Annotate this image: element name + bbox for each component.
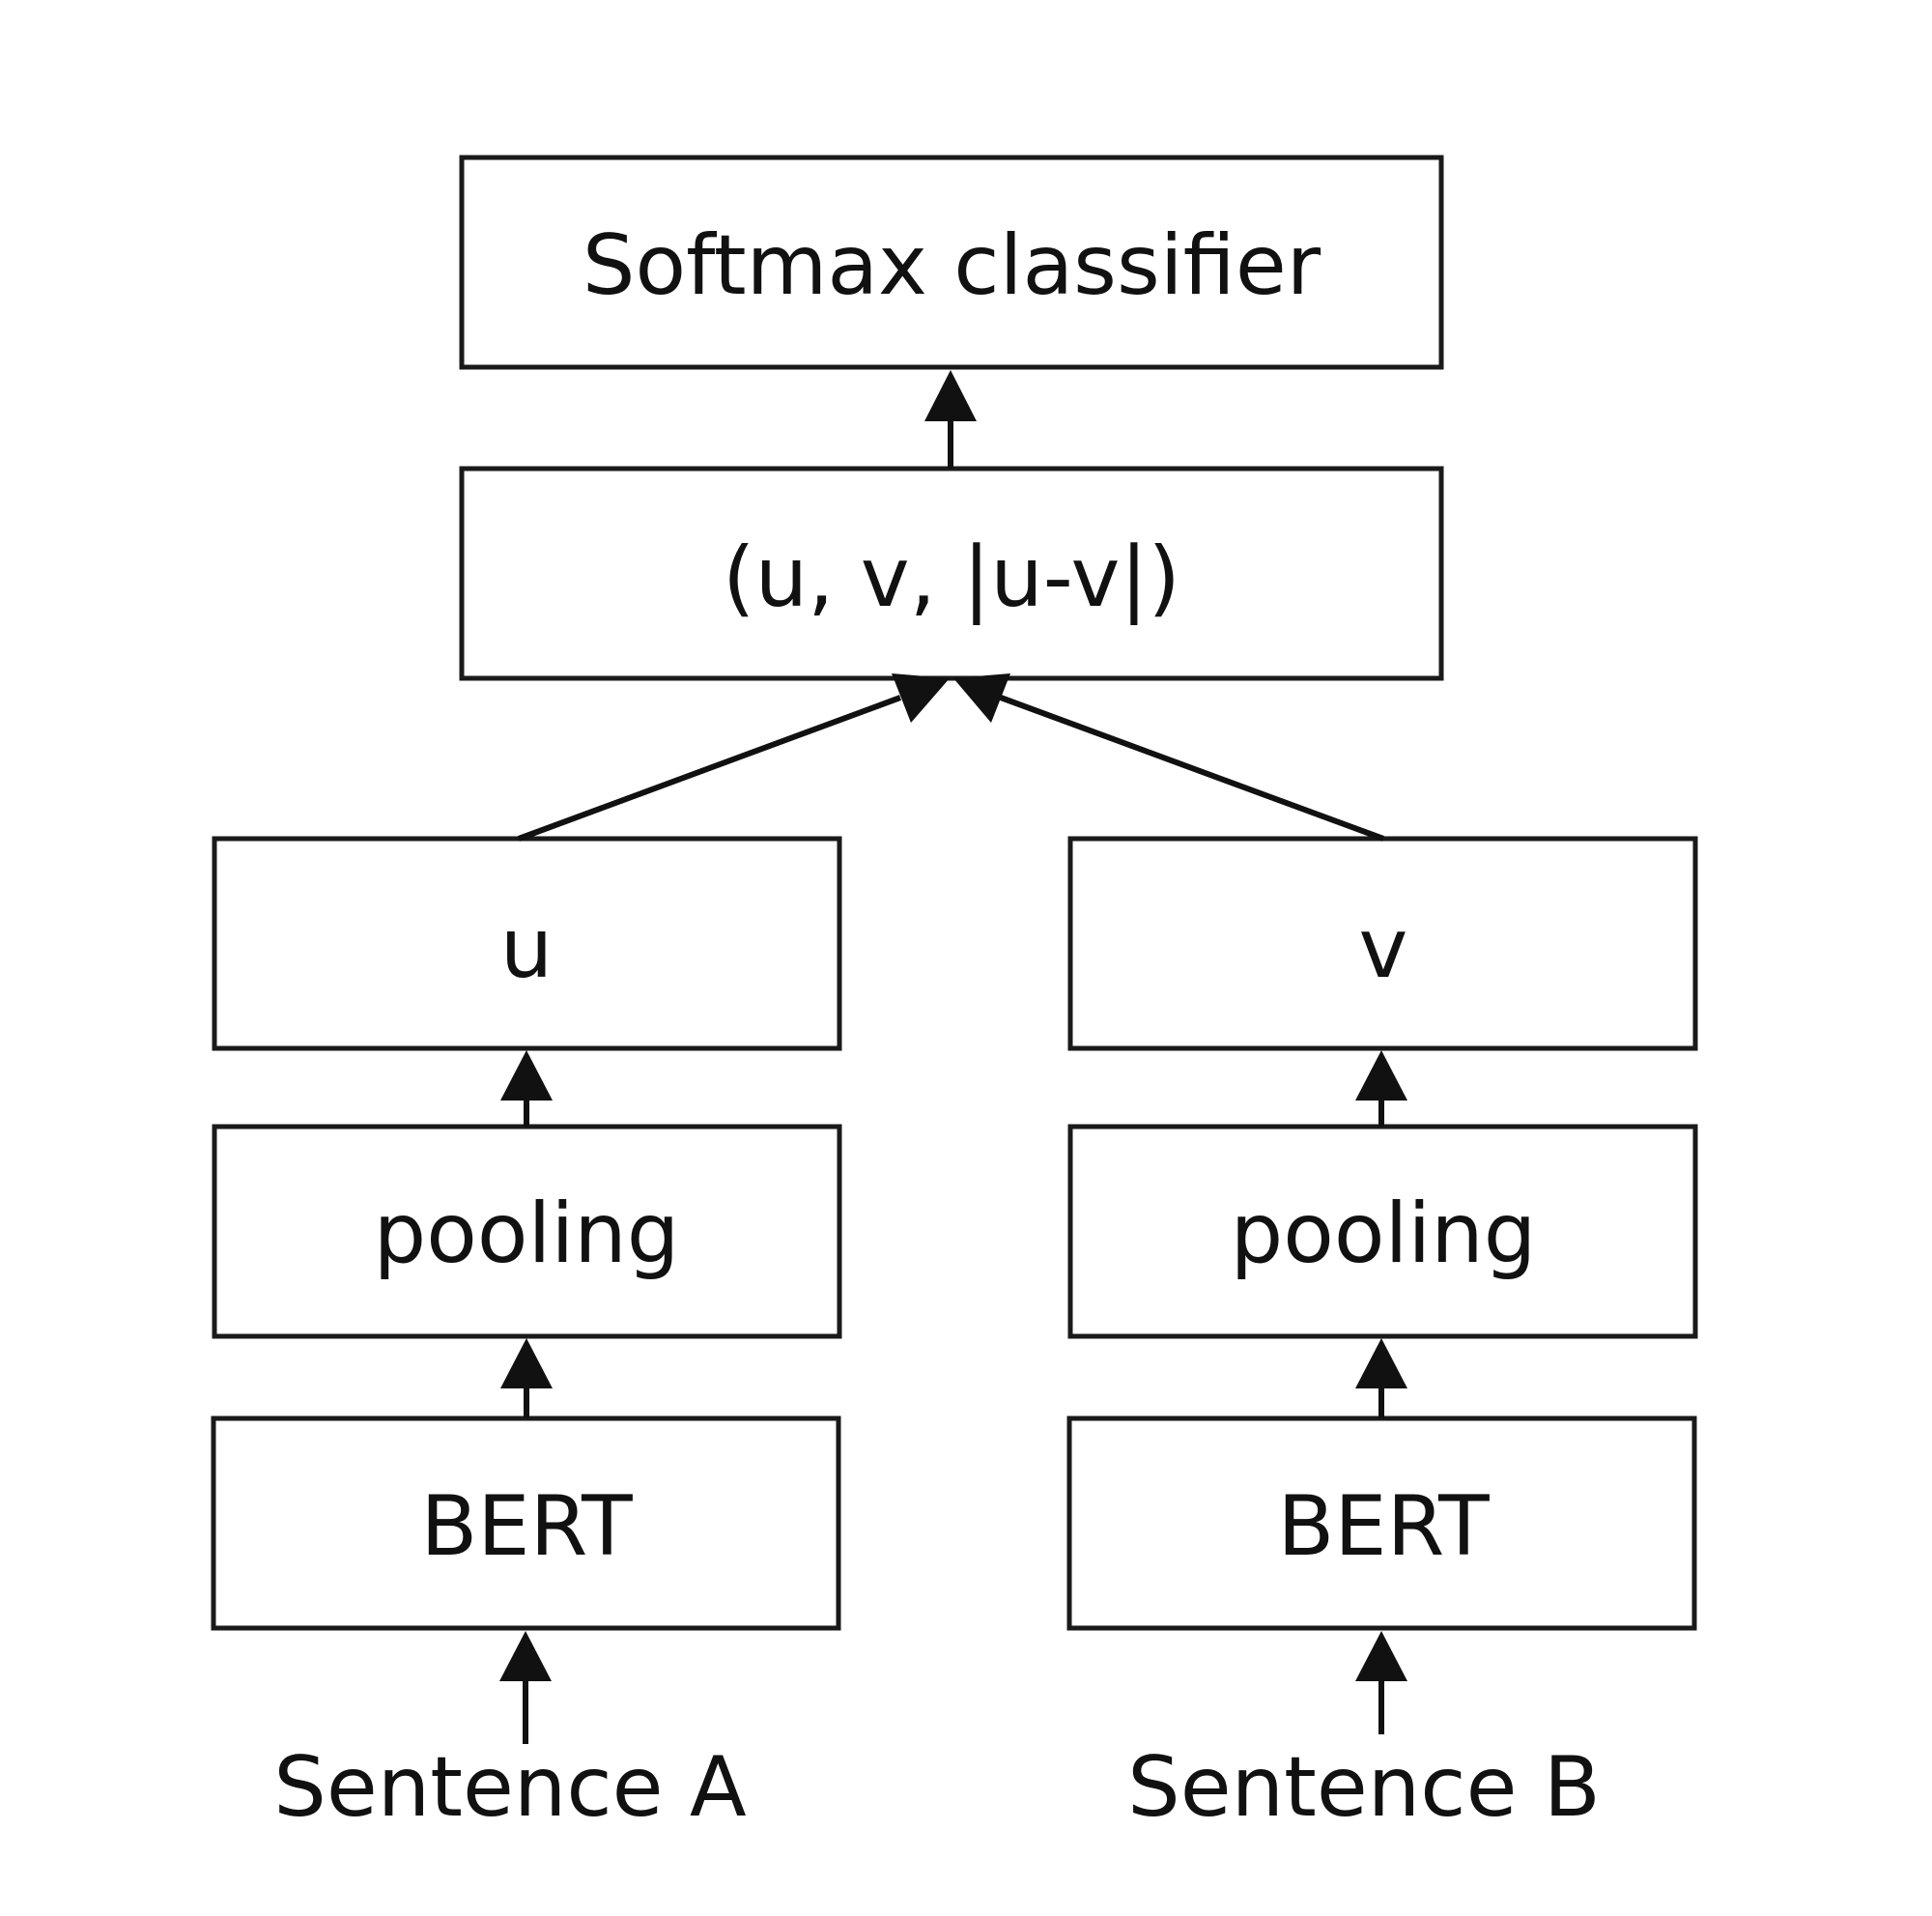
u-label: u (500, 901, 554, 997)
concat-node: (u, v, |u-v|) (459, 466, 1444, 681)
v-label: v (1359, 901, 1408, 997)
arrow-sentence-b-to-bert (1355, 1631, 1407, 1734)
arrow-pooling-a-to-u (500, 1050, 553, 1127)
softmax-classifier-node: Softmax classifier (459, 155, 1444, 370)
bert-b-node: BERT (1066, 1416, 1697, 1631)
v-node: v (1067, 836, 1698, 1051)
bert-a-label: BERT (420, 1478, 633, 1575)
bert-a-node: BERT (211, 1416, 841, 1631)
pooling-b-node: pooling (1067, 1124, 1698, 1339)
arrow-pooling-b-to-v (1355, 1050, 1407, 1127)
arrow-concat-to-softmax (924, 370, 977, 469)
arrow-bert-a-to-pooling (500, 1338, 553, 1418)
sentence-b-label: Sentence B (1127, 1739, 1601, 1836)
concat-label: (u, v, |u-v|) (723, 529, 1180, 626)
u-node: u (212, 836, 842, 1051)
arrow-bert-b-to-pooling (1355, 1338, 1407, 1418)
arrow-u-to-concat (517, 673, 950, 842)
pooling-b-label: pooling (1231, 1186, 1537, 1282)
bert-b-label: BERT (1277, 1478, 1490, 1575)
pooling-a-node: pooling (212, 1124, 842, 1339)
arrow-v-to-concat (953, 673, 1385, 842)
sentence-a-label: Sentence A (273, 1739, 747, 1836)
pooling-a-label: pooling (374, 1186, 680, 1282)
arrow-sentence-a-to-bert (499, 1631, 552, 1744)
softmax-classifier-label: Softmax classifier (582, 217, 1321, 314)
